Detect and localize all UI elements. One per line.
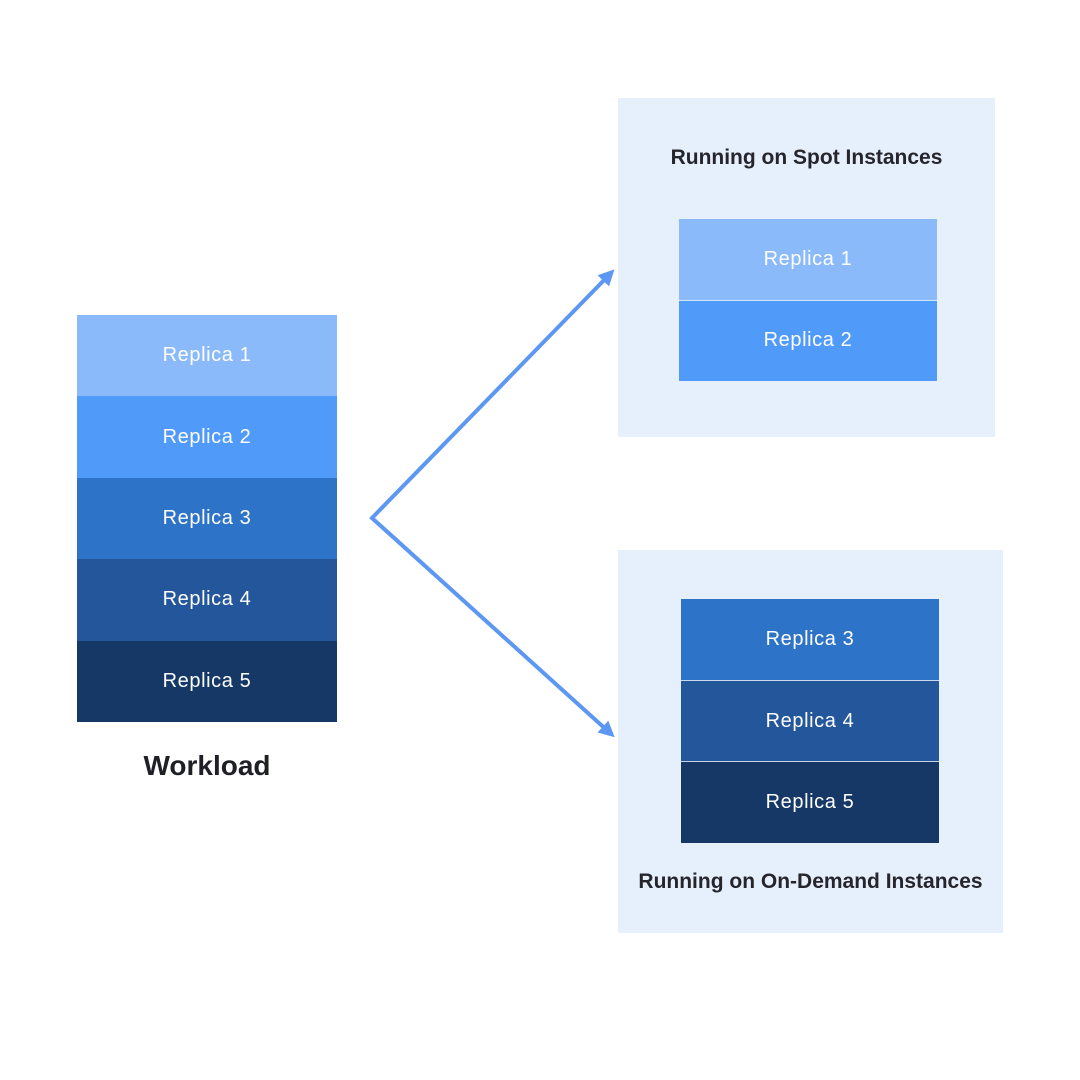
replica-label: Replica 1 (162, 344, 252, 367)
ondemand-replica-block: Replica 3 (681, 599, 939, 680)
workload-stack: Replica 1 Replica 2 Replica 3 Replica 4 … (77, 315, 337, 723)
replica-label: Replica 3 (162, 507, 252, 530)
ondemand-panel-title: Running on On-Demand Instances (638, 870, 983, 893)
workload-replica-block: Replica 5 (77, 640, 337, 723)
replica-label: Replica 4 (765, 709, 855, 732)
spot-replica-block: Replica 1 (679, 219, 937, 300)
replica-label: Replica 2 (162, 425, 252, 448)
ondemand-stack: Replica 3 Replica 4 Replica 5 (681, 599, 939, 844)
workload-replica-block: Replica 2 (77, 396, 337, 478)
workload-replica-block: Replica 3 (77, 477, 337, 560)
spot-panel: Running on Spot Instances Replica 1 Repl… (618, 98, 995, 437)
spot-stack: Replica 1 Replica 2 (679, 219, 937, 381)
ondemand-panel: Replica 3 Replica 4 Replica 5 Running on… (618, 550, 1003, 933)
spot-panel-title: Running on Spot Instances (670, 146, 943, 169)
workload-caption: Workload (143, 750, 271, 781)
ondemand-replica-block: Replica 5 (681, 761, 939, 844)
replica-label: Replica 3 (765, 627, 855, 650)
replica-label: Replica 2 (763, 329, 853, 352)
workload-replica-block: Replica 4 (77, 559, 337, 641)
replica-label: Replica 5 (162, 669, 252, 692)
ondemand-replica-block: Replica 4 (681, 679, 939, 762)
replica-label: Replica 1 (763, 247, 853, 270)
spot-replica-block: Replica 2 (679, 299, 937, 381)
replica-label: Replica 4 (162, 588, 252, 611)
replica-label: Replica 5 (765, 791, 855, 814)
workload-replica-block: Replica 1 (77, 315, 337, 397)
split-arrow-path (369, 269, 615, 738)
